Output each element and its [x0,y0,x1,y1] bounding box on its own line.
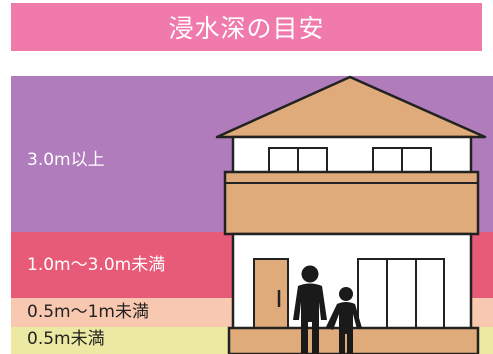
depth-label-1m-to-3m: 1.0m〜3.0m未満 [27,255,166,275]
depth-label-05m-to-1m: 0.5m〜1m未満 [27,302,149,322]
house-roof [215,75,487,139]
adult-figure [293,265,327,354]
title-banner: 浸水深の目安 [11,3,482,51]
front-door [253,258,289,332]
balcony [223,170,480,236]
sliding-window [357,258,445,332]
house-foundation [227,326,480,354]
depth-label-under-05m: 0.5m未満 [27,329,105,349]
page-title: 浸水深の目安 [168,14,325,43]
child-figure [326,287,362,354]
depth-label-over-3m: 3.0m以上 [27,150,105,170]
